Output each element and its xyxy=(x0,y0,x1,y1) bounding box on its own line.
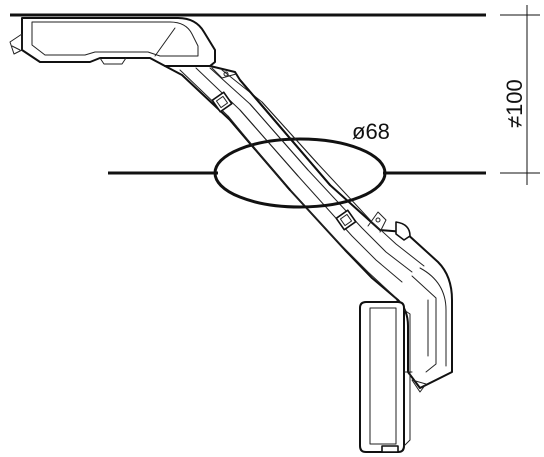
height-dimension-label: ≠100 xyxy=(502,79,527,128)
diameter-label: ø68 xyxy=(352,119,390,144)
arm-body xyxy=(9,17,453,393)
lower-button xyxy=(335,209,357,231)
display-panel xyxy=(359,301,413,453)
upper-button xyxy=(211,91,233,113)
rod-diameter-ellipse xyxy=(213,137,387,209)
height-dimension: ≠100 xyxy=(500,5,540,185)
